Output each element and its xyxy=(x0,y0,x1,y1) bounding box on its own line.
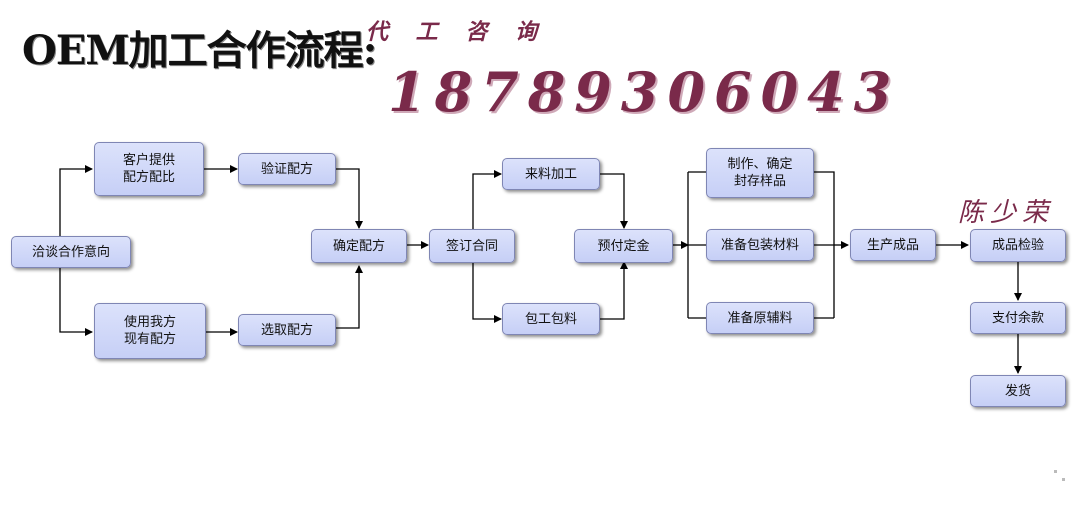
edge-n7-n9 xyxy=(472,262,502,323)
edge-n1-n2 xyxy=(59,165,93,236)
step-our-formula: 使用我方 现有配方 xyxy=(94,303,206,359)
step-turnkey: 包工包料 xyxy=(502,303,600,335)
phone-number: 18789306043 xyxy=(388,60,901,124)
step-client-formula: 客户提供 配方配比 xyxy=(94,142,204,196)
contact-signature: 陈少荣 xyxy=(958,198,1055,228)
step-select-formula: 选取配方 xyxy=(238,314,336,346)
corner-mark xyxy=(1062,478,1065,481)
step-negotiate: 洽谈合作意向 xyxy=(11,236,131,268)
step-packaging: 准备包装材料 xyxy=(706,229,814,261)
diagram-title: OEM加工合作流程: xyxy=(22,27,377,74)
edge-n8-n10 xyxy=(600,173,628,229)
edge-n5-n6 xyxy=(336,265,363,329)
step-ship: 发货 xyxy=(970,375,1066,407)
edge-n1-n3 xyxy=(59,268,93,336)
step-make-samples: 制作、确定 封存样品 xyxy=(706,148,814,198)
prep-bracket-left xyxy=(687,171,706,319)
step-raw-materials: 准备原辅料 xyxy=(706,302,814,334)
edge-n7-n8 xyxy=(472,170,502,230)
step-inspect: 成品检验 xyxy=(970,229,1066,262)
step-pay-balance: 支付余款 xyxy=(970,302,1066,334)
corner-mark xyxy=(1054,470,1057,473)
prep-bracket-right xyxy=(814,171,835,319)
edge-n9-n10 xyxy=(600,261,628,320)
step-deposit: 预付定金 xyxy=(574,229,673,263)
step-confirm-formula: 确定配方 xyxy=(311,229,407,263)
consult-label: 代 工 咨 询 xyxy=(366,19,547,45)
step-sign-contract: 签订合同 xyxy=(429,229,515,263)
edge-n4-n6 xyxy=(336,168,363,229)
step-material-processing: 来料加工 xyxy=(502,158,600,190)
step-verify-formula: 验证配方 xyxy=(238,153,336,185)
step-produce: 生产成品 xyxy=(850,229,936,261)
